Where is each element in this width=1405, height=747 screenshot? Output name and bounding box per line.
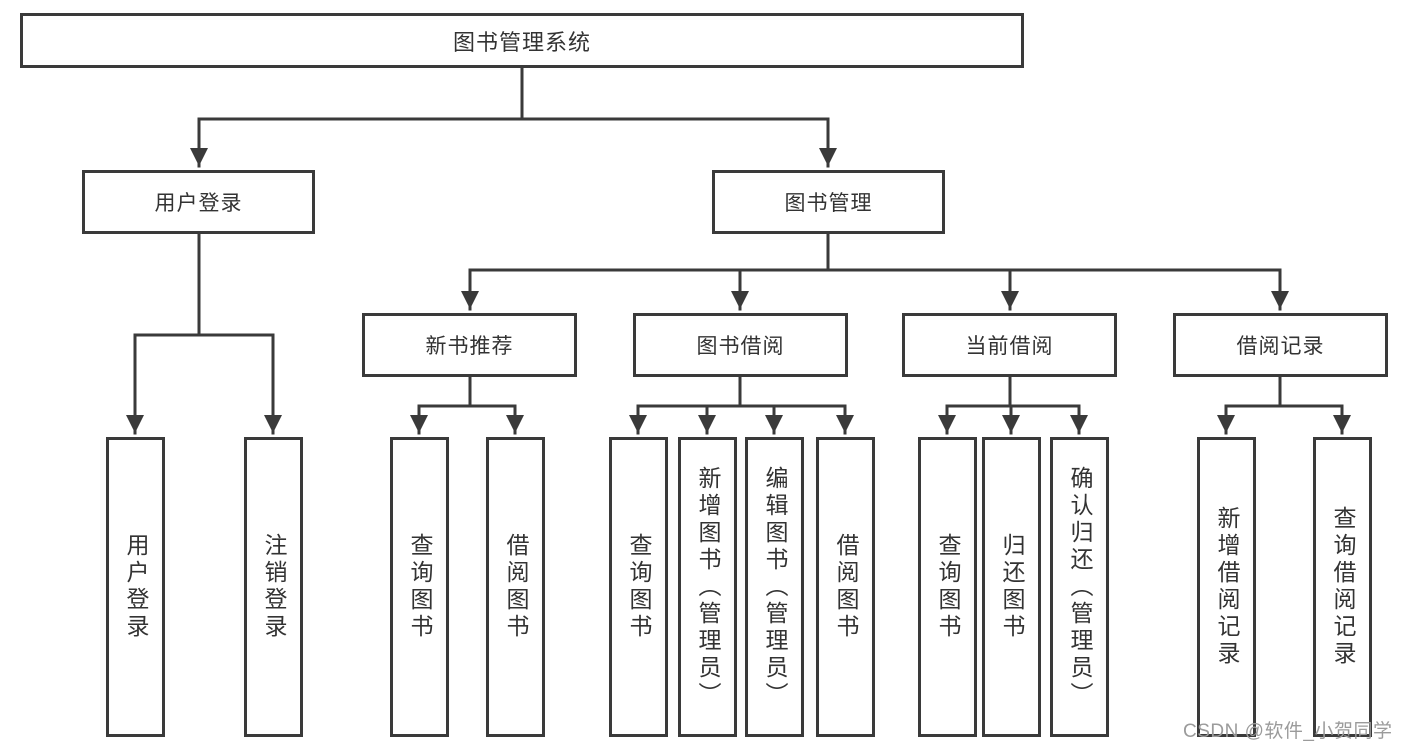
leaf-borrow-books-recommend: 借阅图书 xyxy=(486,437,545,737)
leaf-query-books-current: 查询图书 xyxy=(918,437,977,737)
leaf-add-borrow-record: 新增借阅记录 xyxy=(1197,437,1256,737)
leaf-query-books-borrow: 查询图书 xyxy=(609,437,668,737)
connector-records-to-leaves xyxy=(1217,375,1351,435)
connector-borrow-to-leaves xyxy=(629,375,854,435)
connector-recommend-to-leaves xyxy=(410,375,524,435)
leaf-label: 新增图书（管理员） xyxy=(695,465,721,709)
leaf-label: 借阅图书 xyxy=(503,533,529,641)
leaf-label: 用户登录 xyxy=(123,533,149,641)
node-borrow-records: 借阅记录 xyxy=(1173,313,1388,377)
connector-root-to-level2 xyxy=(190,66,837,168)
leaf-user-login: 用户登录 xyxy=(106,437,165,737)
connector-userlogin-to-leaves xyxy=(126,232,282,435)
leaf-confirm-return-admin: 确认归还（管理员） xyxy=(1050,437,1109,737)
leaf-label: 确认归还（管理员） xyxy=(1067,465,1093,709)
node-book-borrow: 图书借阅 xyxy=(633,313,848,377)
connector-current-to-leaves xyxy=(938,375,1088,435)
node-user-login: 用户登录 xyxy=(82,170,315,234)
csdn-watermark: CSDN @软件_小贺同学 xyxy=(1183,721,1393,742)
leaf-logout: 注销登录 xyxy=(244,437,303,737)
leaf-label: 注销登录 xyxy=(261,533,287,641)
leaf-label: 查询图书 xyxy=(626,533,652,641)
node-new-book-recommend: 新书推荐 xyxy=(362,313,577,377)
leaf-borrow-books: 借阅图书 xyxy=(816,437,875,737)
leaf-label: 查询借阅记录 xyxy=(1330,506,1356,668)
leaf-add-books-admin: 新增图书（管理员） xyxy=(678,437,737,737)
node-book-management: 图书管理 xyxy=(712,170,945,234)
leaf-return-books: 归还图书 xyxy=(982,437,1041,737)
node-library-management-system: 图书管理系统 xyxy=(20,13,1024,68)
leaf-edit-books-admin: 编辑图书（管理员） xyxy=(745,437,804,737)
node-current-borrow: 当前借阅 xyxy=(902,313,1117,377)
leaf-label: 归还图书 xyxy=(999,533,1025,641)
leaf-label: 新增借阅记录 xyxy=(1214,506,1240,668)
leaf-query-books-recommend: 查询图书 xyxy=(390,437,449,737)
leaf-label: 编辑图书（管理员） xyxy=(762,465,788,709)
leaf-label: 查询图书 xyxy=(935,533,961,641)
connector-bookmgmt-to-level3 xyxy=(461,232,1289,311)
leaf-label: 查询图书 xyxy=(407,533,433,641)
leaf-query-borrow-record: 查询借阅记录 xyxy=(1313,437,1372,737)
leaf-label: 借阅图书 xyxy=(833,533,859,641)
